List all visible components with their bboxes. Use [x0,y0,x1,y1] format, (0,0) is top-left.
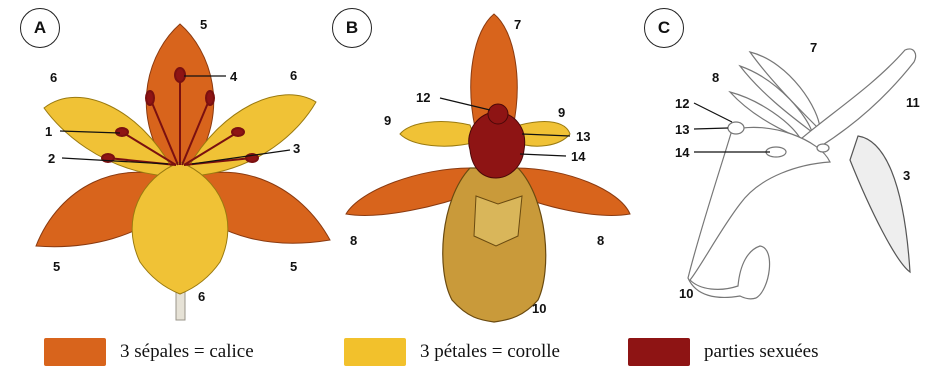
label-a-2: 2 [48,151,55,166]
section-lip [688,127,830,298]
panel-b-orchid: 7 12 9 9 13 14 8 8 10 [346,14,630,322]
label-c-3: 3 [903,168,910,183]
panel-a-flower: 5 4 6 6 1 2 3 5 5 6 [36,17,330,320]
label-c-10: 10 [679,286,693,301]
legend-sexual-parts: parties sexuées [628,338,818,366]
legend-petals: 3 pétales = corolle [344,338,560,366]
label-b-12: 12 [416,90,430,105]
label-c-7: 7 [810,40,817,55]
panel-c-section [688,49,916,299]
label-a-6-bottom: 6 [198,289,205,304]
label-b-14: 14 [571,149,586,164]
petal-b-left [400,122,476,147]
legend-label-sexual: parties sexuées [704,341,818,363]
legend-swatch-sexual [628,338,690,366]
label-a-1: 1 [45,124,52,139]
label-c-13: 13 [675,122,689,137]
label-a-6-left: 6 [50,70,57,85]
legend-label-petals: 3 pétales = corolle [420,341,560,363]
label-a-4: 4 [230,69,238,84]
section-rostellum [817,144,829,152]
label-a-5-left: 5 [53,259,60,274]
label-a-6-right: 6 [290,68,297,83]
section-anther [728,122,744,134]
label-b-10: 10 [532,301,546,316]
legend-swatch-petals [344,338,406,366]
label-c-8: 8 [712,70,719,85]
label-a-3: 3 [293,141,300,156]
section-pollinium [850,136,910,272]
legend-sepals: 3 sépales = calice [44,338,254,366]
section-sepal-top [750,52,820,130]
label-b-13: 13 [576,129,590,144]
label-b-9-right: 9 [558,105,565,120]
label-c-11: 11 [906,95,920,110]
label-b-9-left: 9 [384,113,391,128]
label-c-12: 12 [675,96,689,111]
label-a-5-right: 5 [290,259,297,274]
legend-swatch-sepals [44,338,106,366]
label-c-14: 14 [675,145,690,160]
label-b-8-left: 8 [350,233,357,248]
label-b-8-right: 8 [597,233,604,248]
label-a-5-top: 5 [200,17,207,32]
anther [488,104,508,124]
label-b-7: 7 [514,17,521,32]
legend-label-sepals: 3 sépales = calice [120,341,254,363]
